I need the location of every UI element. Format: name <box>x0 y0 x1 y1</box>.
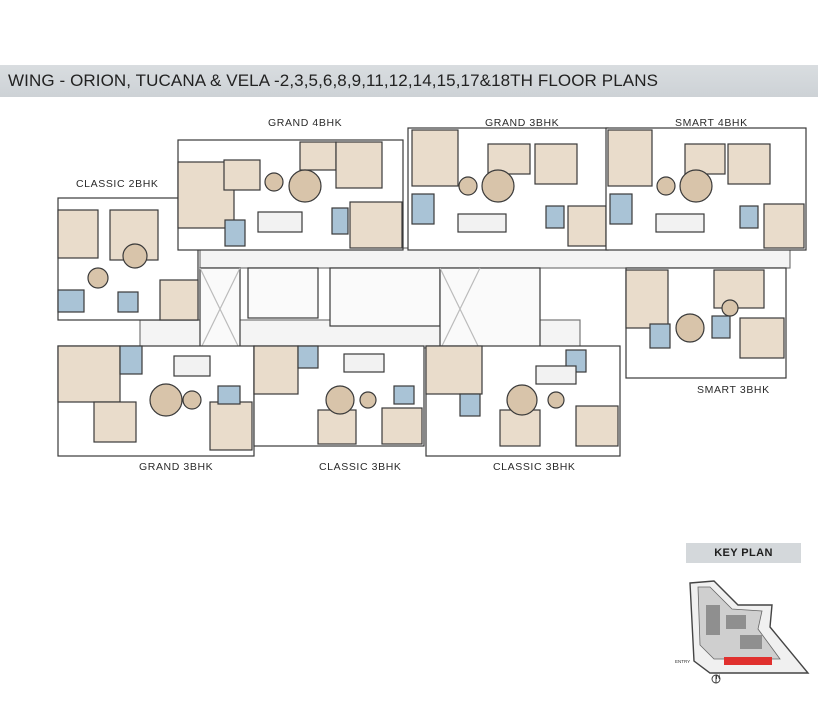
north-label: N <box>716 675 721 681</box>
core-stair-right <box>439 267 541 351</box>
unit-smart-4bhk <box>605 127 807 251</box>
label-classic-2bhk: CLASSIC 2BHK <box>76 178 159 190</box>
label-classic-3bhk-b: CLASSIC 3BHK <box>493 461 576 473</box>
unit-grand-3bhk-bottom <box>57 345 255 457</box>
page-title-bar: WING - ORION, TUCANA & VELA -2,3,5,6,8,9… <box>0 65 818 97</box>
floor-plan <box>57 127 807 457</box>
label-classic-3bhk-a: CLASSIC 3BHK <box>319 461 402 473</box>
unit-classic-3bhk-b <box>425 345 621 457</box>
key-plan-map <box>689 580 810 684</box>
label-smart-3bhk: SMART 3BHK <box>697 384 770 396</box>
label-grand-3bhk-top: GRAND 3BHK <box>485 117 560 129</box>
corridor-upper <box>199 247 791 269</box>
key-plan-title-text: KEY PLAN <box>714 547 773 559</box>
label-smart-4bhk: SMART 4BHK <box>675 117 748 129</box>
key-plan-title: KEY PLAN <box>686 543 801 563</box>
unit-classic-2bhk <box>57 197 199 321</box>
key-plan-entry-label: ENTRY <box>675 659 691 664</box>
unit-grand-3bhk-top <box>407 127 609 251</box>
unit-grand-4bhk <box>177 139 404 251</box>
label-grand-3bhk-bottom: GRAND 3BHK <box>139 461 214 473</box>
key-plan-highlight <box>724 657 772 665</box>
label-grand-4bhk: GRAND 4BHK <box>268 117 343 129</box>
page-title: WING - ORION, TUCANA & VELA -2,3,5,6,8,9… <box>8 71 659 90</box>
core-lifts <box>247 267 319 319</box>
core-shaft <box>329 267 441 327</box>
unit-classic-3bhk-a <box>253 345 425 447</box>
unit-smart-3bhk <box>625 267 787 379</box>
